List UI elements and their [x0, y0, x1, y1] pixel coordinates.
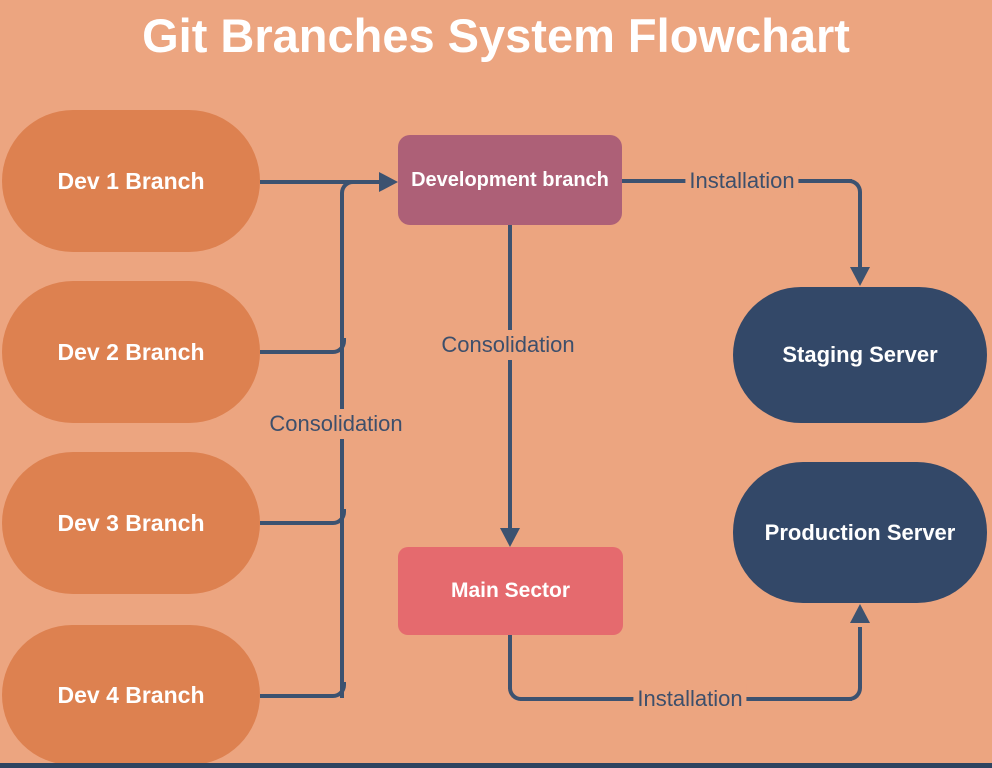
node-dev4-branch: Dev 4 Branch — [2, 625, 260, 765]
edge-main-to-production-v1 — [508, 635, 512, 689]
edge-development-to-staging-v — [858, 193, 862, 267]
edge-dev1-to-development — [260, 180, 382, 184]
node-main-sector-label: Main Sector — [450, 579, 571, 602]
node-dev2-branch: Dev 2 Branch — [2, 281, 260, 423]
node-dev1-label: Dev 1 Branch — [57, 167, 205, 194]
node-dev3-branch: Dev 3 Branch — [2, 452, 260, 594]
edge-dev4-to-trunk — [260, 694, 332, 698]
edge-dev3-to-trunk — [260, 521, 332, 525]
node-dev1-branch: Dev 1 Branch — [2, 110, 260, 252]
edge-dev3-corner — [330, 509, 346, 525]
arrowhead-into-staging — [850, 267, 870, 286]
arrowhead-into-main-sector — [500, 528, 520, 547]
node-staging-server: Staging Server — [733, 287, 987, 423]
edge-label-consolidation-center: Consolidation — [437, 330, 579, 360]
edge-trunk-top-corner — [340, 180, 356, 196]
node-production-server: Production Server — [733, 462, 987, 603]
edge-main-to-production-v2 — [858, 627, 862, 687]
edge-label-consolidation-left: Consolidation — [265, 409, 407, 439]
edge-label-installation-bottom: Installation — [633, 684, 747, 714]
arrowhead-into-development — [379, 172, 398, 192]
edge-label-installation-top: Installation — [685, 166, 799, 196]
node-dev3-label: Dev 3 Branch — [57, 509, 205, 536]
edge-main-bottom-corner — [508, 685, 524, 701]
node-dev4-label: Dev 4 Branch — [57, 681, 205, 708]
node-development-label: Development branch — [411, 168, 609, 191]
edge-trunk-line — [340, 193, 344, 698]
edge-dev4-corner — [330, 682, 346, 698]
arrowhead-into-production — [850, 604, 870, 623]
edge-production-corner — [846, 685, 862, 701]
bottom-edge-bar — [0, 763, 992, 768]
page-title: Git Branches System Flowchart — [142, 9, 850, 62]
node-production-label: Production Server — [764, 519, 956, 545]
edge-staging-corner — [846, 179, 862, 195]
edge-dev2-corner — [330, 338, 346, 354]
edge-dev2-to-trunk — [260, 350, 332, 354]
node-dev2-label: Dev 2 Branch — [57, 338, 205, 365]
node-development-branch: Development branch — [398, 135, 622, 225]
node-staging-label: Staging Server — [782, 342, 938, 367]
edge-development-to-main — [508, 225, 512, 528]
node-main-sector: Main Sector — [398, 547, 623, 635]
